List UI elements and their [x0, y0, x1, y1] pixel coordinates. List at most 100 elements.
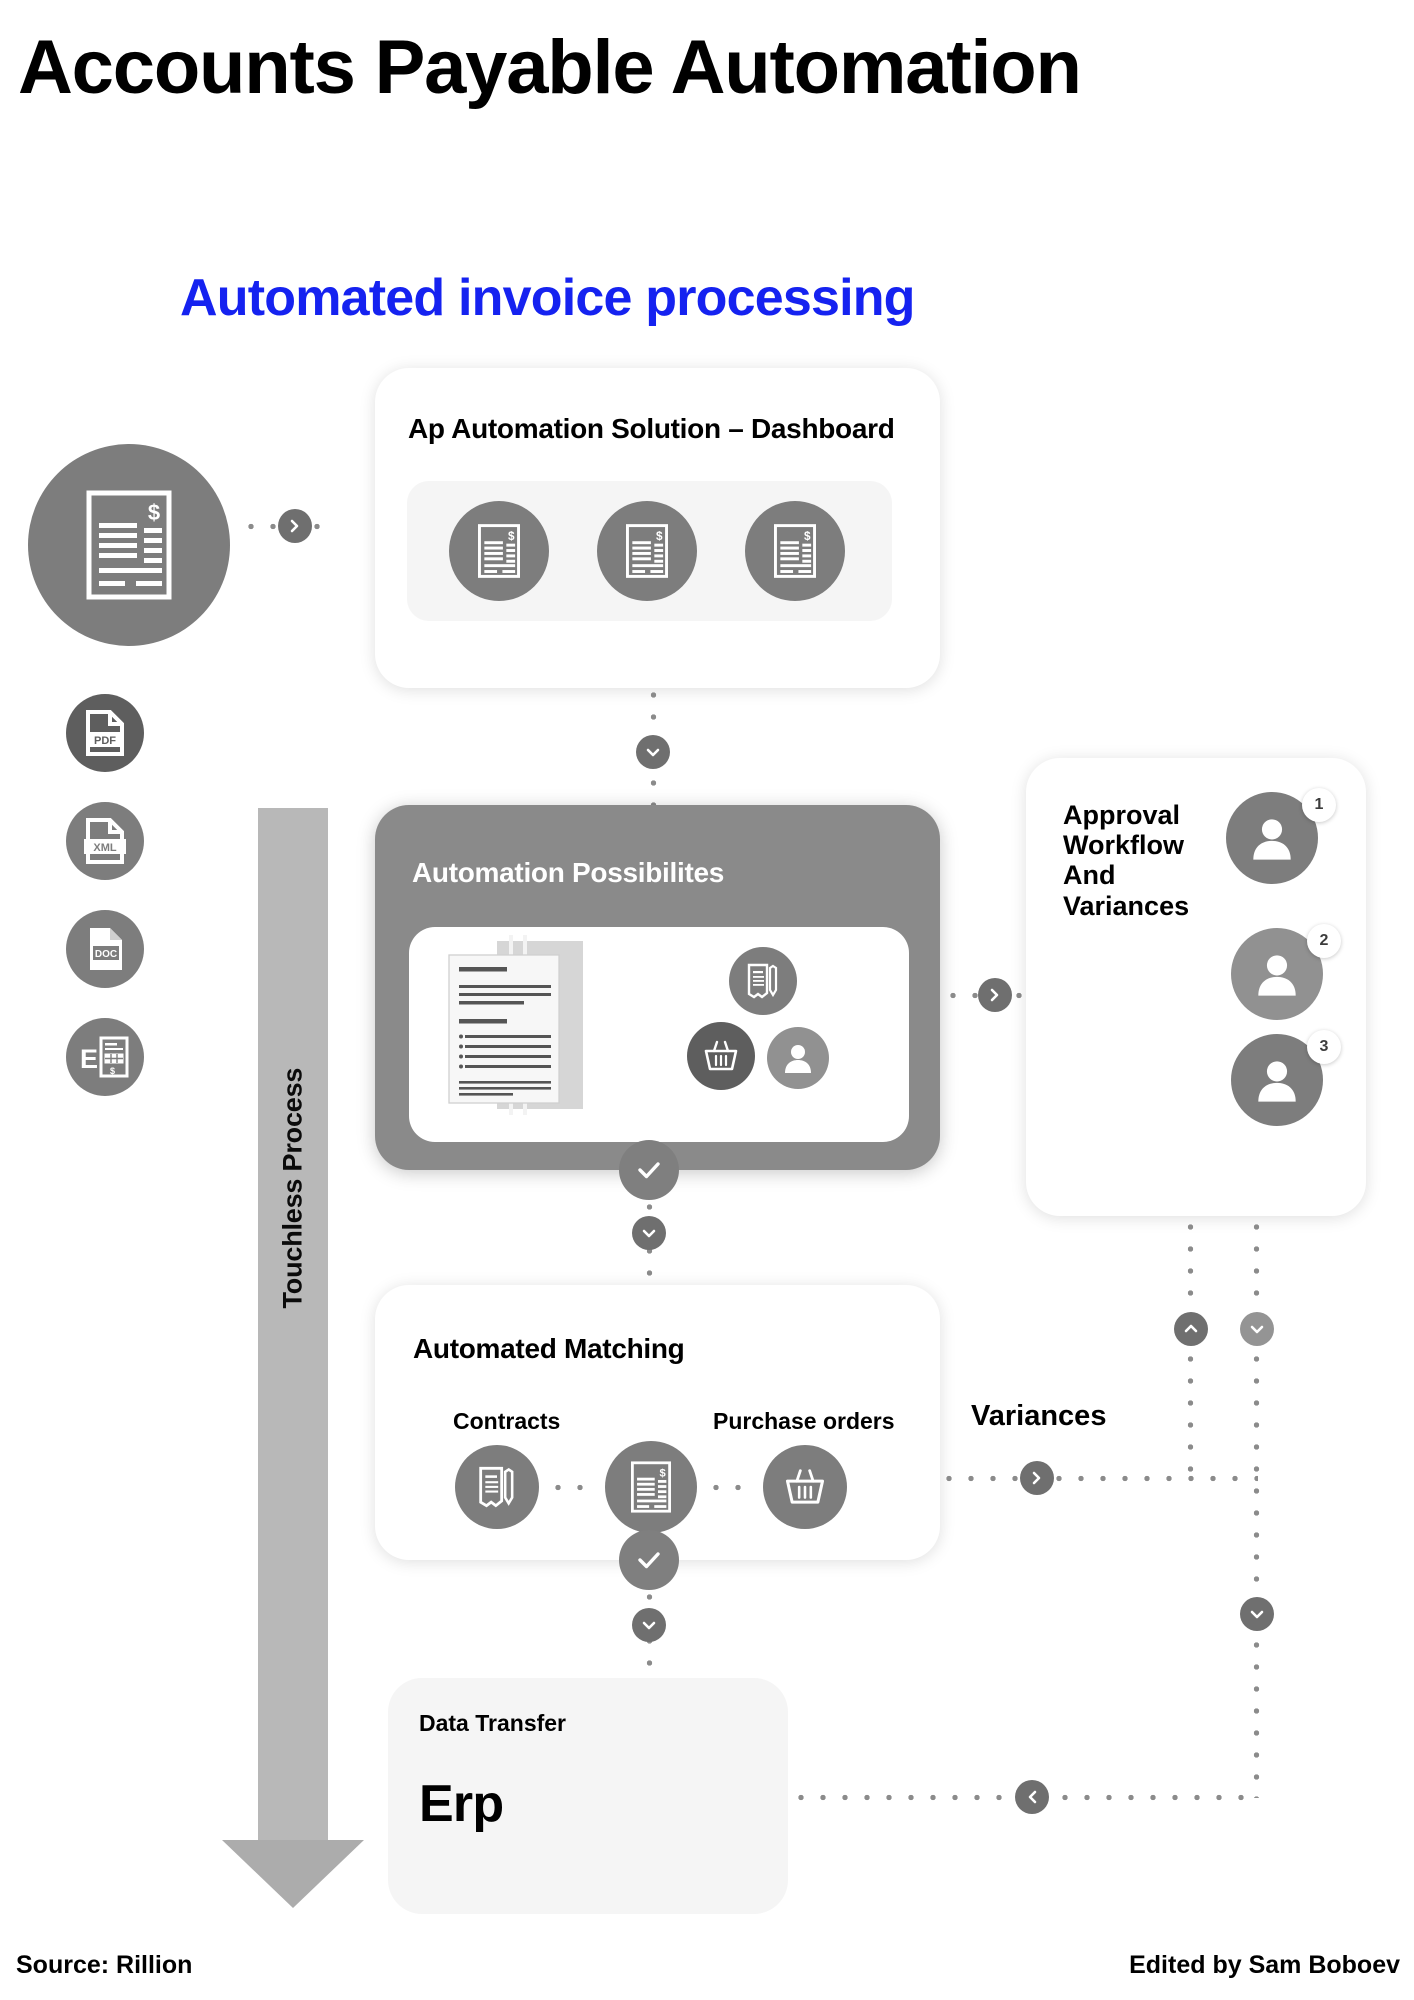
editor-credit: Edited by Sam Boboev	[1129, 1951, 1400, 1979]
invoice-icon: $	[478, 524, 520, 578]
invoice-icon: $	[631, 1461, 671, 1513]
dashboard-tile-1[interactable]: $	[449, 501, 549, 601]
check-icon	[638, 1552, 660, 1569]
person-icon	[1253, 819, 1291, 860]
doc-label: DOC	[95, 949, 117, 960]
approval-title-line-3: And	[1063, 860, 1116, 891]
approver-2-badge: 2	[1307, 924, 1341, 958]
erp-name: Erp	[419, 1775, 504, 1833]
svg-text:$: $	[804, 530, 811, 543]
xml-file-icon: XML	[84, 818, 126, 864]
automation-complete-check	[619, 1140, 679, 1200]
approval-workflow-card[interactable]: Approval Workflow And Variances 1 2	[1026, 758, 1366, 1216]
chevron-down-icon	[1250, 1325, 1264, 1334]
e-label: E	[80, 1044, 98, 1074]
touchless-process-bar	[258, 808, 328, 1846]
approval-title-line-1: Approval	[1063, 800, 1181, 830]
matching-icon-purchase-orders[interactable]	[763, 1445, 847, 1529]
dashboard-tile-2[interactable]: $	[597, 501, 697, 601]
variances-label: Variances	[971, 1400, 1107, 1432]
pdf-file-icon: PDF	[86, 710, 124, 756]
format-icon-einvoice: E $	[66, 1018, 144, 1096]
automation-card-title: Automation Possibilites	[412, 857, 725, 888]
matching-icon-contracts[interactable]	[455, 1445, 539, 1529]
automation-icon-basket[interactable]	[687, 1022, 755, 1090]
connector-matching-to-variances	[938, 1474, 1258, 1483]
dashboard-card[interactable]: Ap Automation Solution – Dashboard $	[375, 368, 940, 688]
connector-matching-to-erp-arrow	[632, 1608, 666, 1642]
svg-text:$: $	[110, 1066, 115, 1076]
approver-1-badge: 1	[1302, 788, 1336, 822]
connector-dashboard-to-automation-arrow	[636, 735, 670, 769]
chevron-down-icon	[642, 1229, 656, 1238]
svg-text:$: $	[508, 530, 515, 543]
xml-label: XML	[93, 842, 117, 854]
connector-approval-down-arrow-2	[1240, 1597, 1274, 1631]
basket-icon	[785, 1469, 825, 1504]
erp-card[interactable]: Data Transfer Erp	[388, 1678, 788, 1914]
connector-contracts-to-invoice	[547, 1483, 599, 1492]
svg-text:$: $	[660, 1467, 667, 1479]
document-stack-graphic	[448, 935, 583, 1115]
automated-matching-card[interactable]: Automated Matching Contracts Purchase or…	[375, 1285, 940, 1560]
chevron-right-icon	[990, 988, 999, 1002]
invoice-icon: $	[626, 524, 668, 578]
format-icon-xml: XML	[66, 802, 144, 880]
connector-return-to-erp-arrow	[1015, 1780, 1049, 1814]
connector-automation-to-approval-arrow	[978, 978, 1012, 1012]
automation-icon-contract[interactable]	[729, 947, 797, 1015]
matching-label-contracts: Contracts	[453, 1408, 561, 1434]
format-icon-doc: DOC	[66, 910, 144, 988]
invoice-icon: $	[774, 524, 816, 578]
matching-label-purchase-orders: Purchase orders	[713, 1408, 895, 1434]
chevron-right-icon	[1032, 1471, 1041, 1485]
connector-variance-back-up-arrow	[1174, 1312, 1208, 1346]
erp-eyebrow: Data Transfer	[419, 1710, 567, 1736]
matching-icon-invoice[interactable]: $	[605, 1441, 697, 1533]
connector-approval-down-arrow-1	[1240, 1312, 1274, 1346]
source-credit: Source: Rillion	[16, 1951, 193, 1979]
connector-automation-to-matching-arrow	[632, 1216, 666, 1250]
chevron-up-icon	[1184, 1324, 1198, 1333]
source-invoice-icon: $	[28, 444, 230, 646]
chevron-left-icon	[1028, 1790, 1037, 1804]
touchless-process-arrowhead	[222, 1840, 364, 1908]
approval-title-line-4: Variances	[1063, 890, 1190, 921]
connector-matching-to-variances-arrow	[1020, 1461, 1054, 1495]
matching-card-title: Automated Matching	[413, 1333, 685, 1364]
chevron-right-icon	[290, 519, 299, 533]
automation-inner-panel	[409, 927, 909, 1142]
contract-signed-icon	[479, 1466, 514, 1508]
connector-approval-down-line	[1252, 1216, 1261, 1798]
connector-input-to-dashboard-arrow	[278, 509, 312, 543]
page-subtitle: Automated invoice processing	[180, 269, 915, 327]
einvoice-icon: E $	[80, 1036, 129, 1078]
approver-3-badge: 3	[1307, 1030, 1341, 1064]
chevron-down-icon	[1250, 1610, 1264, 1619]
connector-automation-to-matching	[645, 1196, 654, 1316]
connector-invoice-to-po	[705, 1483, 757, 1492]
connector-variance-back-up-line	[1186, 1216, 1195, 1478]
page-title: Accounts Payable Automation	[18, 25, 1082, 110]
invoice-icon: $	[86, 490, 172, 600]
dashboard-card-title: Ap Automation Solution – Dashboard	[408, 413, 895, 444]
person-icon	[785, 1045, 811, 1073]
chevron-down-icon	[642, 1621, 656, 1630]
person-icon	[1258, 1061, 1296, 1102]
svg-text:$: $	[148, 500, 160, 525]
format-icon-pdf: PDF	[66, 694, 144, 772]
dashboard-tile-3[interactable]: $	[745, 501, 845, 601]
chevron-down-icon	[646, 748, 660, 757]
pdf-label: PDF	[94, 735, 116, 747]
contract-signed-icon	[747, 963, 778, 999]
approval-title-line-2: Workflow	[1063, 830, 1184, 861]
person-icon	[1258, 955, 1296, 996]
automation-icon-person[interactable]	[767, 1027, 829, 1089]
matching-complete-check	[619, 1530, 679, 1590]
check-icon	[638, 1162, 660, 1179]
automation-possibilities-card[interactable]: Automation Possibilites	[375, 805, 940, 1170]
doc-file-icon: DOC	[90, 928, 122, 970]
dashboard-tiles-panel: $ $	[407, 481, 892, 621]
svg-text:$: $	[656, 530, 663, 543]
